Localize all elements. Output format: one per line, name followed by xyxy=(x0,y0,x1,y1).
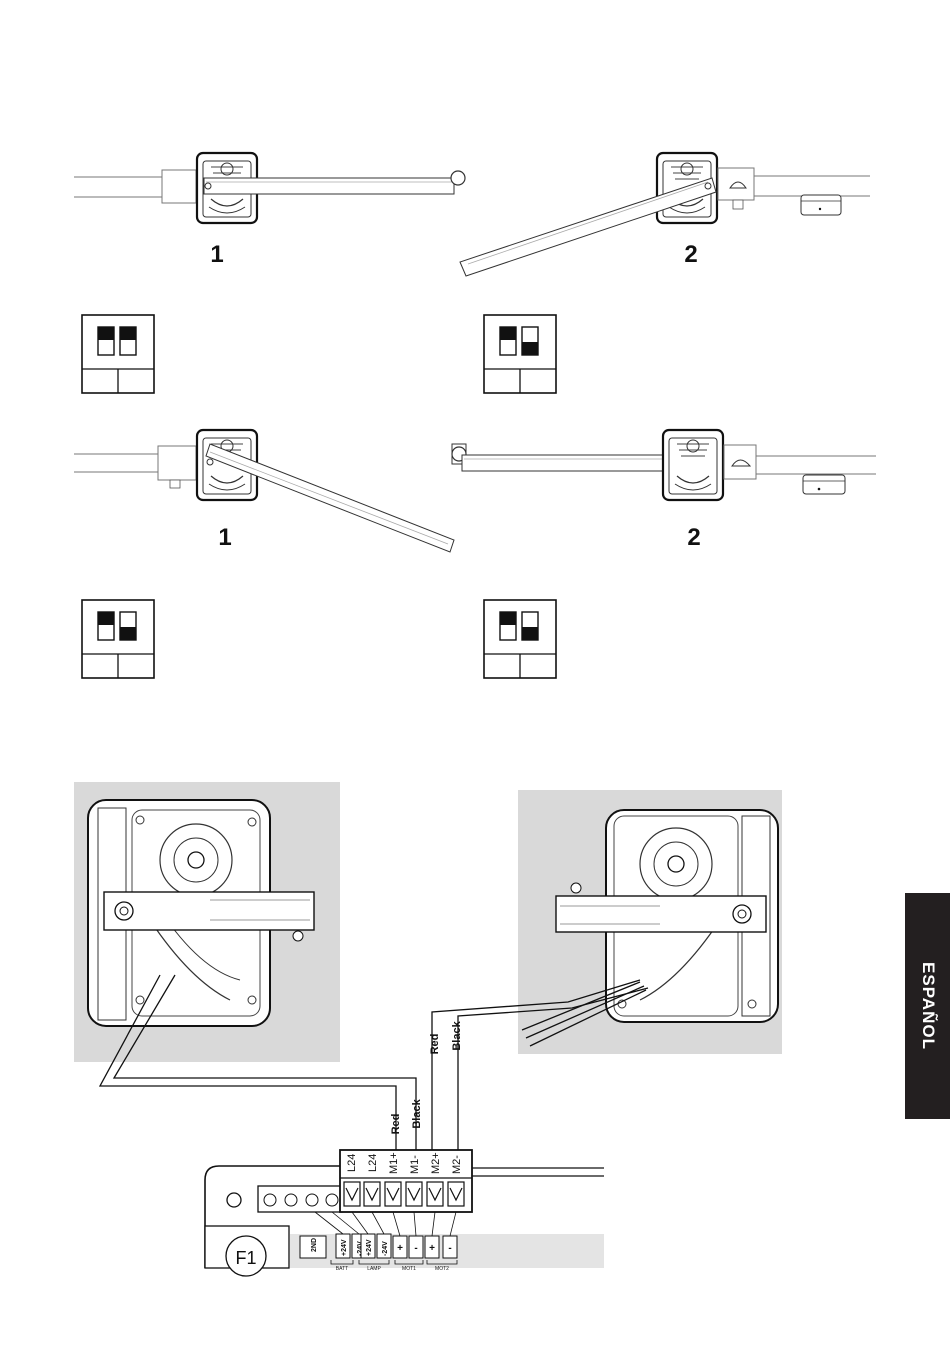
left-black-label: Black xyxy=(411,1098,423,1128)
group-label-lamp: LAMP xyxy=(367,1266,381,1272)
left-red-label: Red xyxy=(390,1114,402,1135)
board-label-mot1-minus: - xyxy=(414,1243,417,1254)
group-label-batt: BATT xyxy=(336,1266,348,1272)
diagram-row-2 xyxy=(74,430,876,552)
group-label-mot1: MOT1 xyxy=(402,1266,416,1272)
terminal-m2-plus: M2+ xyxy=(430,1152,442,1174)
language-tab-label: ESPAÑOL xyxy=(918,962,938,1050)
dip-switch-1b xyxy=(82,600,154,678)
right-red-label: Red xyxy=(429,1034,441,1055)
board-label-lamp-plus: +24V xyxy=(366,1239,373,1256)
dip-switch-2b xyxy=(484,600,556,678)
board-label-2nd: 2ND xyxy=(311,1238,318,1252)
group-label-mot2: MOT2 xyxy=(435,1266,449,1272)
board-label-mot2-minus: - xyxy=(448,1243,451,1254)
row2-right-label: 2 xyxy=(687,524,700,551)
board-label-mot1-plus: + xyxy=(397,1243,403,1254)
board-label-lamp-minus: -24V xyxy=(382,1241,389,1256)
board-label-mot2-plus: + xyxy=(429,1243,435,1254)
dip-switch-2a xyxy=(484,315,556,393)
control-board: F1 L24 L24 M1+ M1- M2+ M2- 2ND +24V -24V… xyxy=(205,1150,604,1276)
right-black-label: Black xyxy=(451,1020,463,1050)
terminal-m1-plus: M1+ xyxy=(388,1152,400,1174)
row1-left-label: 1 xyxy=(210,241,223,268)
terminal-l24-2: L24 xyxy=(367,1154,379,1172)
fuse-label: F1 xyxy=(235,1248,256,1268)
left-operator-panel xyxy=(74,782,340,1062)
right-operator-panel xyxy=(518,790,782,1054)
row1-right-label: 2 xyxy=(684,241,697,268)
terminal-l24-1: L24 xyxy=(346,1154,358,1172)
dip-switch-1a xyxy=(82,315,154,393)
board-label-batt-plus: +24V xyxy=(341,1239,348,1256)
diagram-row-1 xyxy=(74,153,870,276)
terminal-m1-minus: M1- xyxy=(409,1155,421,1174)
terminal-m2-minus: M2- xyxy=(451,1155,463,1174)
language-tab: ESPAÑOL xyxy=(905,893,950,1119)
row2-left-label: 1 xyxy=(218,524,231,551)
